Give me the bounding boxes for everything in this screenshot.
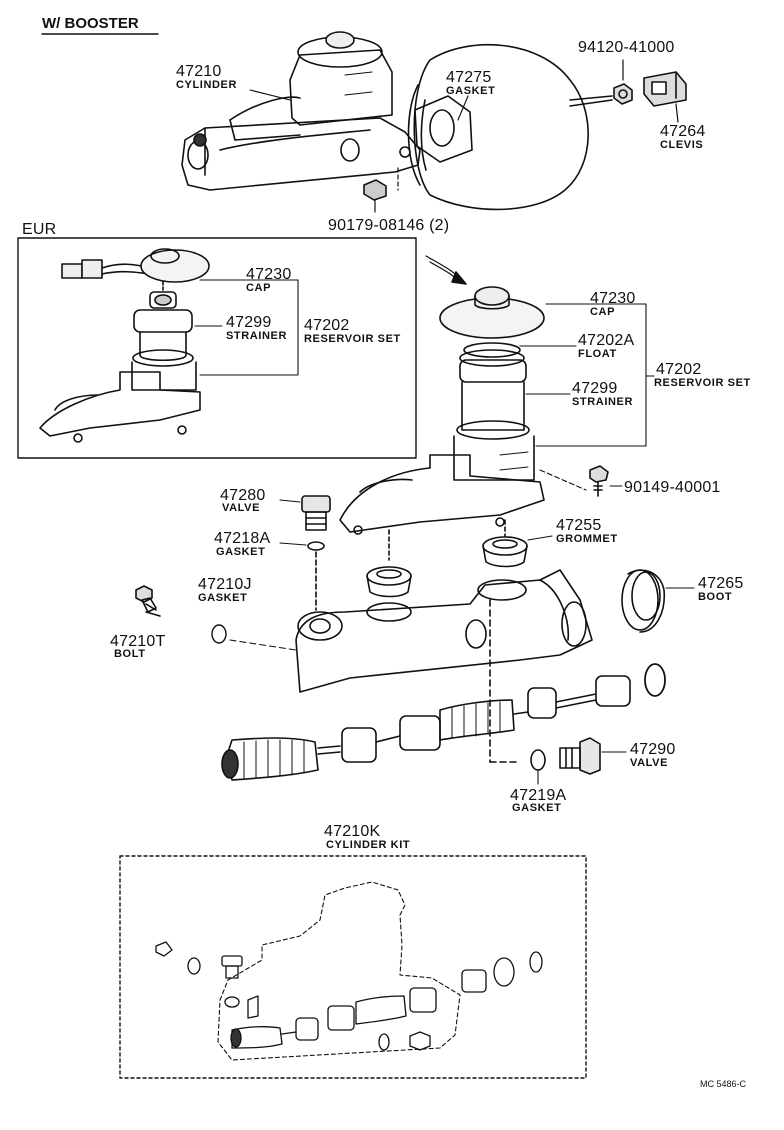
part-name-valve-47290: VALVE (630, 757, 669, 769)
eur-reservoir (39, 248, 210, 443)
part-number-47210: 47210 (176, 63, 222, 80)
main-reservoir (339, 286, 545, 535)
snap-ring (644, 663, 666, 697)
part-number-90179-08146: 90179-08146 (2) (328, 217, 450, 234)
eur-part-name-cap: CAP (246, 282, 272, 294)
master-cylinder-body (295, 569, 593, 763)
eur-part-name-reservoir-set: RESERVOIR SET (304, 333, 401, 345)
part-name-cylinder-kit: CYLINDER KIT (326, 839, 411, 851)
part-name-gasket-47210J: GASKET (198, 592, 248, 604)
part-number-47265: 47265 (698, 575, 744, 592)
part-number-47230: 47230 (590, 290, 636, 307)
part-number-47210K: 47210K (324, 823, 381, 840)
part-number-47299: 47299 (572, 380, 618, 397)
booster-assembly (407, 43, 613, 211)
diagram-title: W/ BOOSTER (42, 15, 139, 32)
eur-box-label: EUR (22, 221, 57, 238)
part-name-gasket: GASKET (446, 85, 496, 97)
eur-part-number-47299: 47299 (226, 314, 272, 331)
part-number-47202: 47202 (656, 361, 702, 378)
part-number-47210J: 47210J (198, 576, 252, 593)
cylinder-kit-parts (155, 881, 543, 1061)
bolt-47210T (135, 585, 161, 617)
part-number-90149-40001: 90149-40001 (624, 479, 721, 496)
gasket-47219A (530, 749, 546, 771)
part-number-47280: 47280 (220, 487, 266, 504)
figure-code: MC 5486-C (700, 1079, 747, 1089)
cylinder-kit-box (119, 855, 587, 1079)
part-number-47290: 47290 (630, 741, 676, 758)
part-name-strainer: STRAINER (572, 396, 634, 408)
eur-part-name-strainer: STRAINER (226, 330, 288, 342)
valve-47290 (559, 737, 627, 775)
part-number-47275: 47275 (446, 69, 492, 86)
eur-box (17, 237, 417, 459)
piston-assembly (221, 675, 631, 781)
part-number-47219A: 47219A (510, 787, 567, 804)
part-name-reservoir-set: RESERVOIR SET (654, 377, 751, 389)
part-name-bolt: BOLT (114, 648, 146, 660)
part-name-cap: CAP (590, 306, 616, 318)
part-name-clevis: CLEVIS (660, 139, 704, 151)
part-name-float: FLOAT (578, 348, 617, 360)
part-number-47255: 47255 (556, 517, 602, 534)
part-name-grommet: GROMMET (556, 533, 618, 545)
clevis (643, 71, 687, 123)
part-name-gasket-47219A: GASKET (512, 802, 562, 814)
clevis-nut (613, 59, 633, 105)
valve-47280 (279, 495, 331, 611)
screw-90149 (539, 465, 623, 497)
part-name-cylinder: CYLINDER (176, 79, 238, 91)
part-number-47218A: 47218A (214, 530, 271, 547)
part-number-94120-41000: 94120-41000 (578, 39, 675, 56)
part-name-valve: VALVE (222, 502, 261, 514)
part-name-gasket-47218A: GASKET (216, 546, 266, 558)
grommets (366, 519, 553, 598)
boot-47265 (621, 569, 695, 633)
part-number-47264: 47264 (660, 123, 706, 140)
part-number-47202A: 47202A (578, 332, 635, 349)
gasket-47210J (211, 624, 227, 644)
part-name-boot: BOOT (698, 591, 733, 603)
eur-part-number-47202: 47202 (304, 317, 350, 334)
master-cylinder-top (181, 31, 421, 213)
part-number-47210T: 47210T (110, 633, 166, 650)
eur-part-number-47230: 47230 (246, 266, 292, 283)
